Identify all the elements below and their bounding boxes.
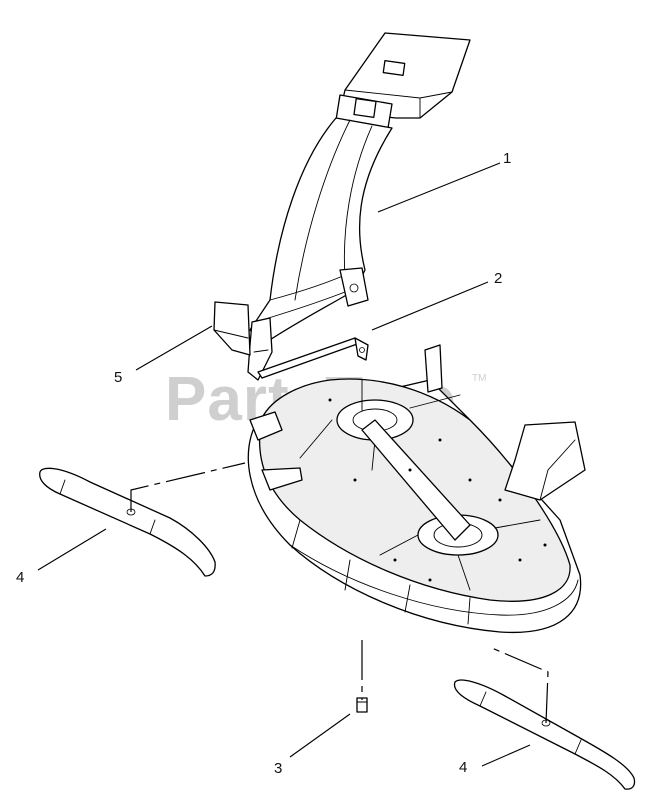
part-blade-right <box>453 679 636 790</box>
part-mower-deck <box>247 344 586 634</box>
callout-labels: 1 2 3 4 4 5 <box>16 150 511 777</box>
callout-1: 1 <box>503 150 511 167</box>
part-blade-left <box>39 467 216 577</box>
leader-lines <box>37 162 531 767</box>
callout-5: 5 <box>114 369 122 386</box>
assembly-lines <box>130 379 549 724</box>
callout-4-left: 4 <box>16 569 24 586</box>
watermark-trademark: TM <box>472 373 486 384</box>
callout-2: 2 <box>494 270 502 287</box>
part-deflector-bracket <box>213 301 251 356</box>
callout-4-right: 4 <box>459 759 467 776</box>
part-bolt <box>356 697 368 713</box>
callout-3: 3 <box>274 760 282 777</box>
part-rod <box>257 337 369 379</box>
part-discharge-chute <box>247 32 471 381</box>
